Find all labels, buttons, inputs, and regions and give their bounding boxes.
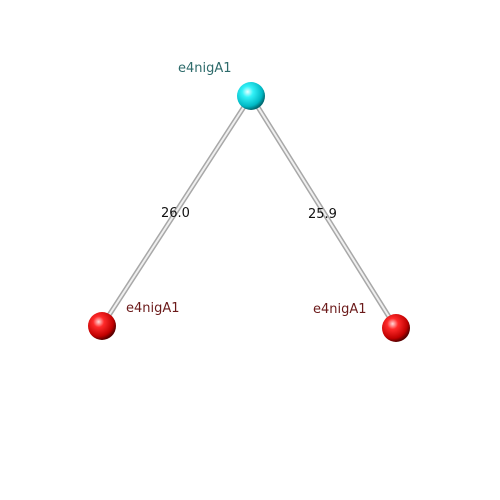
atom-right-label: e4nigA1 [313,302,367,317]
atom-top-sphere[interactable] [237,82,265,110]
atom-left-label: e4nigA1 [126,301,180,316]
atom-top-label: e4nigA1 [178,61,232,76]
atom-right-sphere[interactable] [382,314,410,342]
bond-top-right [248,93,399,331]
atom-left-sphere[interactable] [88,312,116,340]
bond-top-left [99,93,254,329]
bond-distance-label-left: 26.0 [161,206,190,221]
bond-distance-label-right: 25.9 [308,207,337,222]
